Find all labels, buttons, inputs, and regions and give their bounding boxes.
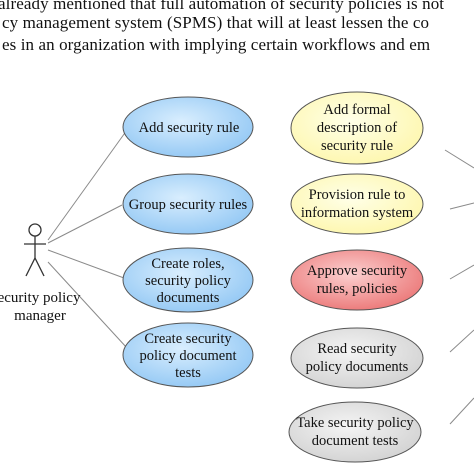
use-case-label-line-1: Create roles, [151,256,224,272]
use-case-add-formal-description[interactable]: Add formal description of security rule [290,91,424,165]
use-case-create-roles-documents[interactable]: Create roles, security policy documents [122,247,254,313]
use-case-label-line-2: information system [301,205,414,221]
edge-line-2 [449,202,474,210]
use-case-group-security-rules[interactable]: Group security rules [122,173,254,235]
association-line-1 [47,129,128,241]
edge-line-1 [444,149,474,169]
use-case-label-line-1: Create security [144,331,232,347]
use-case-label-line-2: rules, policies [317,281,398,297]
use-case-label: Group security rules [129,197,248,213]
edge-line-3 [449,264,474,280]
use-case-read-policy-documents[interactable]: Read security policy documents [290,327,424,389]
use-case-label: Add security rule [139,120,240,136]
actor-icon [24,223,46,277]
use-case-label-line-1: Take security policy [296,415,414,431]
association-lines [47,129,128,349]
use-case-label-line-2: document tests [312,433,399,449]
association-line-4 [47,261,128,349]
use-case-label-line-2: security policy [145,273,232,289]
use-case-approve-security-rules[interactable]: Approve security rules, policies [290,249,424,311]
use-case-provision-rule[interactable]: Provision rule to information system [290,173,424,235]
association-line-3 [47,249,125,279]
use-case-label-line-2: policy document [139,348,236,364]
use-case-label-line-2: description of [317,120,397,136]
use-case-label-line-1: Add formal [323,102,390,118]
actor-label-line-1: ecurity policy [0,290,81,306]
use-case-take-document-tests[interactable]: Take security policy document tests [288,401,422,463]
paragraph-line-3: es in an organization with implying cert… [2,35,431,54]
edge-line-4 [449,329,474,353]
use-case-label-line-1: Read security [317,341,397,357]
use-case-label-line-1: Provision rule to [309,187,406,203]
use-case-label-line-3: security rule [321,138,393,154]
paragraph-line-1: already mentioned that full automation o… [0,0,445,13]
use-case-label-line-2: policy documents [306,359,409,375]
right-edge-lines [444,149,474,425]
use-case-create-document-tests[interactable]: Create security policy document tests [122,322,254,388]
edge-line-5 [449,397,474,425]
association-line-2 [47,204,123,244]
use-case-label-line-1: Approve security [307,263,408,279]
use-case-label-line-3: documents [157,290,220,306]
actor-label-line-2: manager [14,308,66,324]
use-case-label-line-3: tests [175,365,201,381]
use-case-add-security-rule[interactable]: Add security rule [122,96,254,158]
paragraph-line-2: cy management system (SPMS) that will at… [2,13,430,32]
